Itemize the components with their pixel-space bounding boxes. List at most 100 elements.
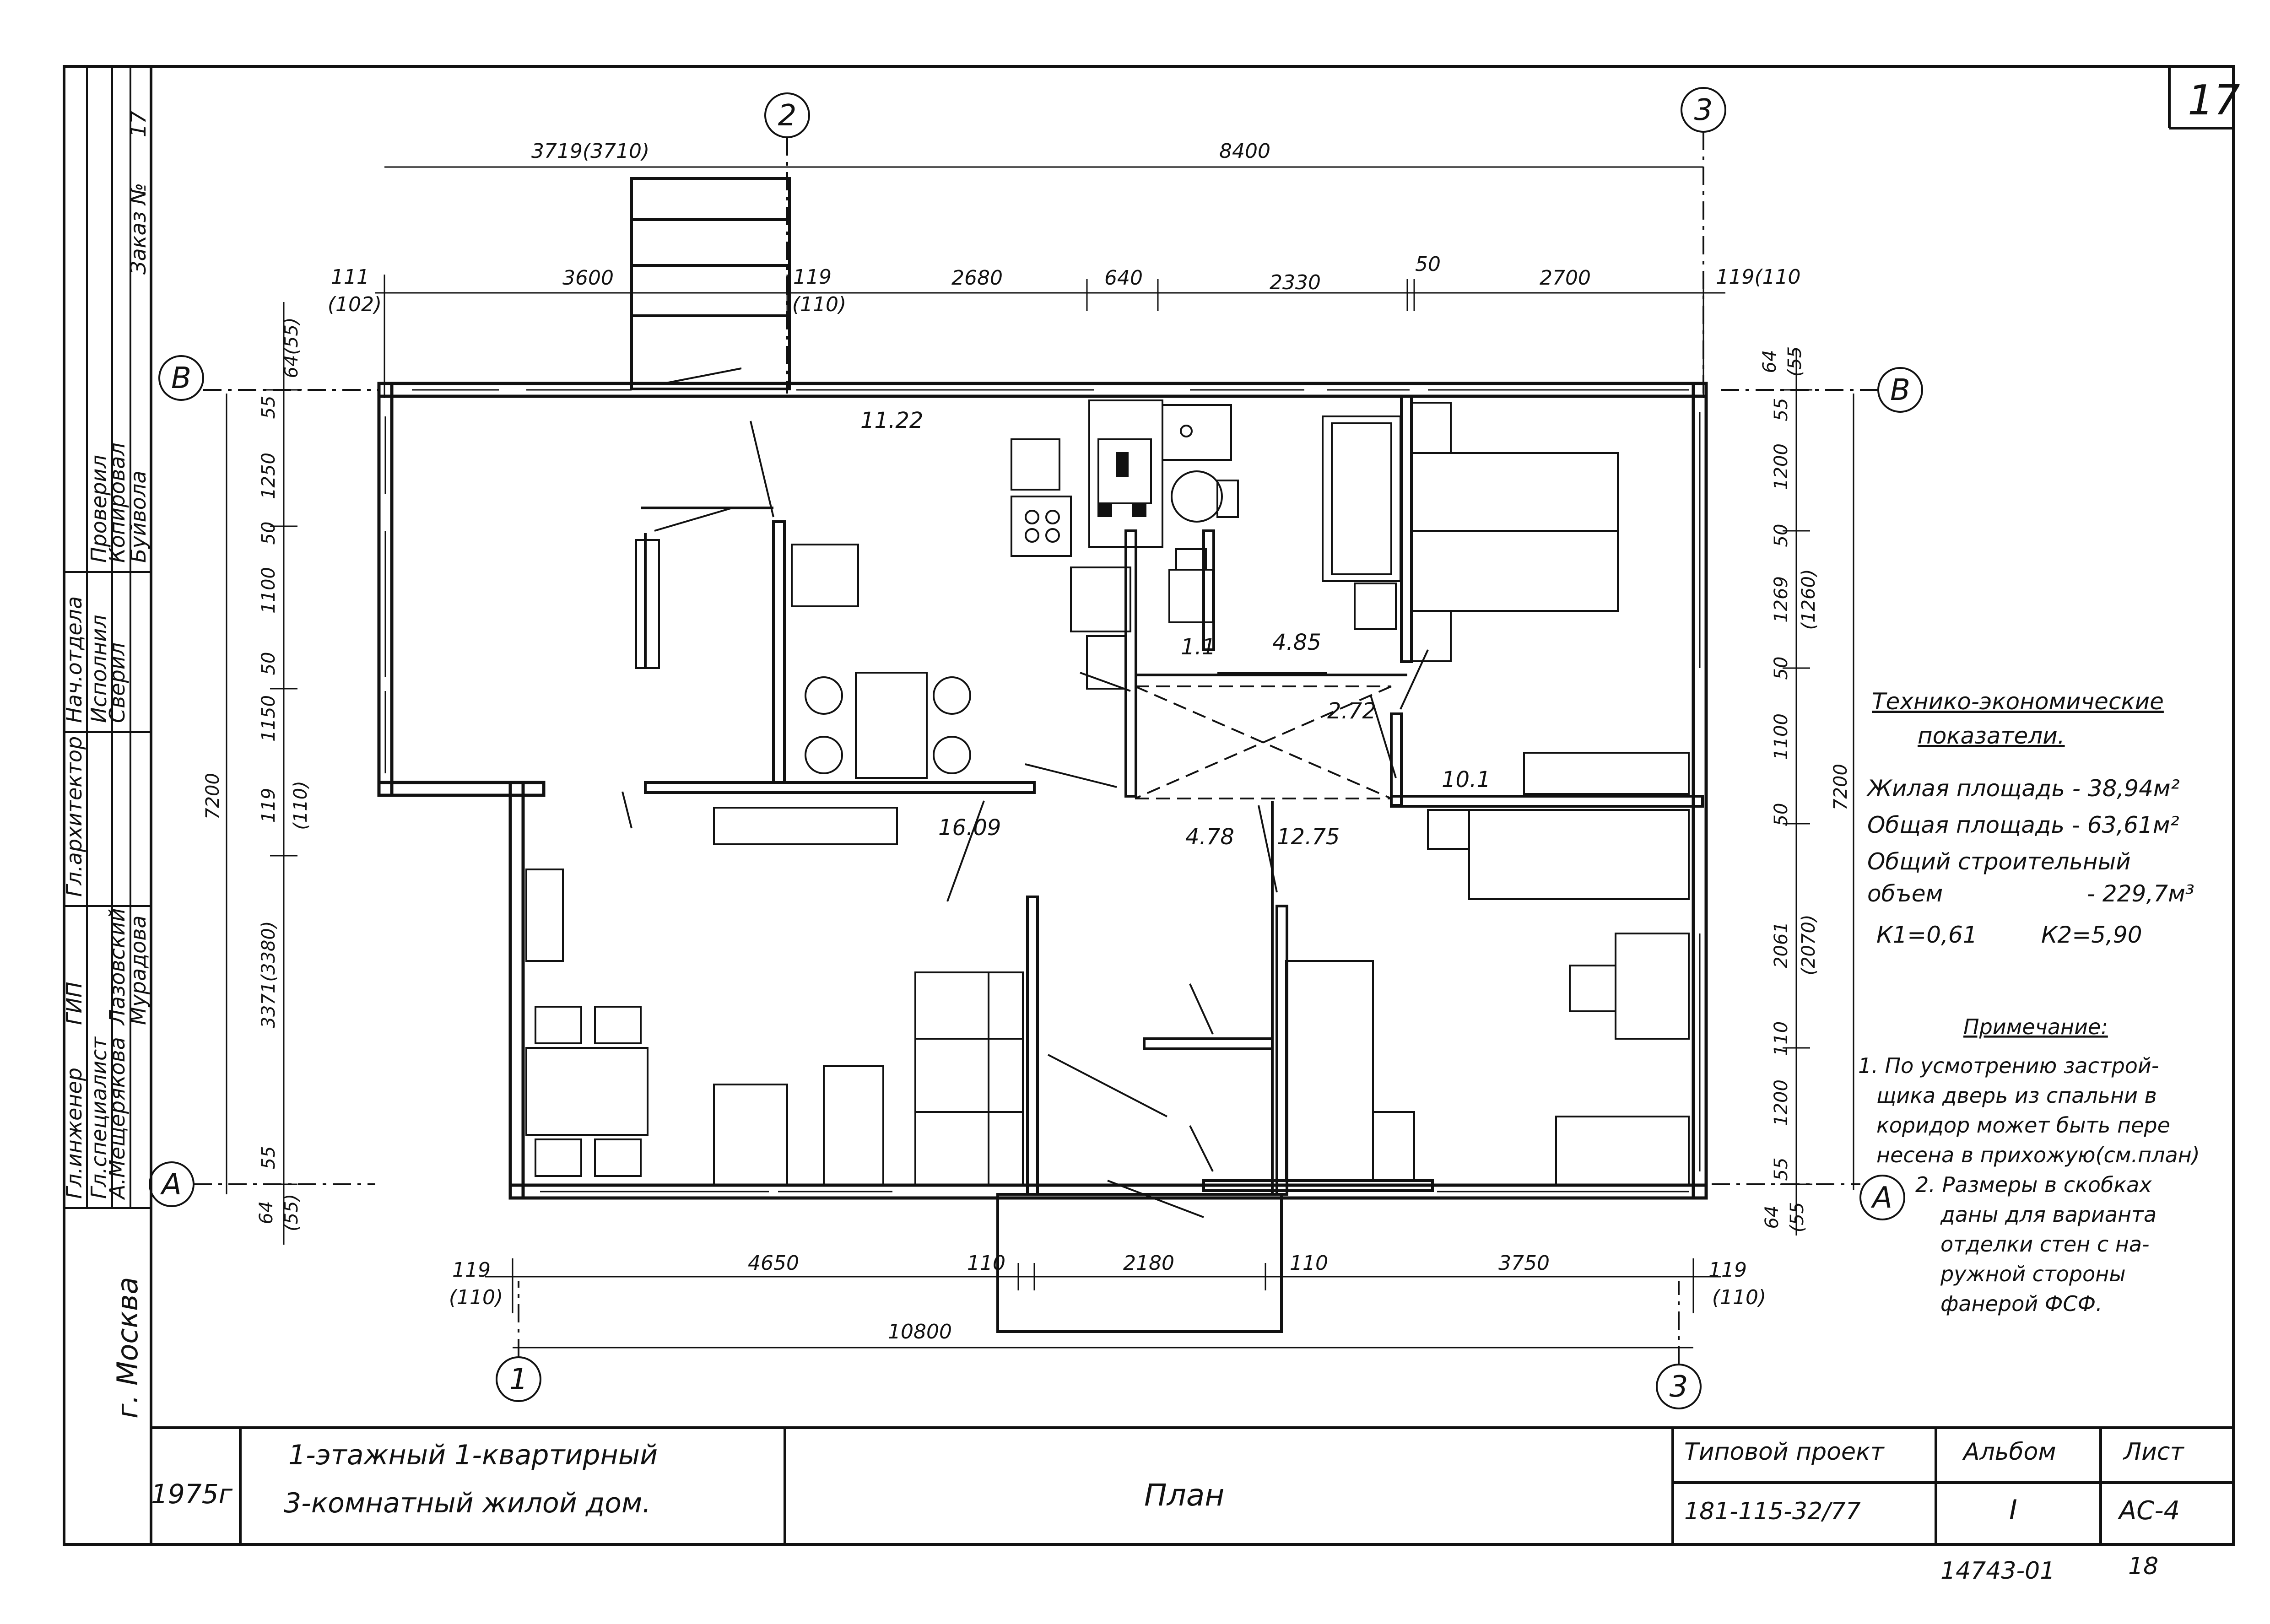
interior-walls — [630, 177, 1704, 1333]
dim-right-d10: 1200 — [1771, 1079, 1792, 1126]
dimension-lines — [226, 166, 1854, 1349]
sheet-number: 17 — [2188, 76, 2240, 124]
title-project-label: Типовой проект — [1684, 1438, 1885, 1466]
dim-bottom-right-end-alt: (110) — [1712, 1286, 1766, 1309]
title-project-number: 181-115-32/77 — [1684, 1498, 1861, 1525]
note-line-5: 2. Размеры в скобках — [1915, 1172, 2152, 1197]
stamp-role-5: Гл.специалист — [86, 1036, 111, 1199]
notes: Примечание: 1. По усмотрению застрой- щи… — [1858, 1014, 2200, 1316]
axis-B-left: В — [171, 361, 191, 395]
indicators-heading-1: Технико-экономические — [1872, 688, 2164, 715]
note-line-7: отделки стен с на- — [1940, 1232, 2150, 1257]
dim-top-d7: 2700 — [1540, 266, 1591, 290]
stamp-order-label: Заказ № — [126, 183, 151, 275]
exterior-walls — [377, 382, 1708, 1200]
stamp-name-2: Лазовский — [105, 908, 130, 1026]
dim-top-d2-alt: (110) — [792, 293, 846, 316]
title-order-code: 14743-01 — [1940, 1557, 2055, 1585]
dim-bottom-d5: 3750 — [1498, 1252, 1550, 1275]
dim-right-top-b: (55 — [1784, 346, 1805, 377]
dim-top-overall-left: 3719(3710) — [531, 140, 649, 163]
stamp-role-6: Исполнил — [86, 615, 111, 723]
stamp-name-5: Мурадова — [126, 915, 151, 1025]
title-block-text: 1975г 1-этажный 1-квартирный 3-комнатный… — [151, 1438, 2184, 1585]
axis-3-bottom: 3 — [1670, 1370, 1688, 1404]
dim-right-bottom-a: 64 — [1762, 1206, 1783, 1229]
room-area-wc: 1.1 — [1181, 634, 1216, 660]
room-area-corridor: 2.72 — [1327, 698, 1376, 724]
dim-top-left-end-alt: (102) — [328, 293, 382, 316]
title-block-grid — [239, 1428, 2233, 1544]
dim-top-d2: 119 — [793, 265, 832, 289]
stamp-role-7: Проверил — [86, 455, 111, 563]
indicators-heading-2: показатели. — [1918, 723, 2065, 749]
dim-right-d5: 50 — [1771, 657, 1792, 680]
dim-bottom-left-end-alt: (110) — [449, 1286, 503, 1309]
note-line-4: несена в прихожую(см.план) — [1876, 1143, 2200, 1167]
stamp-role-1: Гл.инженер — [62, 1068, 86, 1199]
note-line-1: 1. По усмотрению застрой- — [1858, 1053, 2159, 1078]
dim-right-d8: 2061 — [1771, 922, 1792, 968]
stamp-role-4: Нач.отдела — [62, 596, 86, 723]
dim-left-top-a: 55 — [258, 396, 279, 419]
room-area-bedroom2: 12.75 — [1277, 824, 1340, 850]
sheet-frame — [63, 65, 2235, 1546]
dim-left-d6-alt: (110) — [290, 781, 311, 830]
dim-bottom-left-end: 119 — [452, 1258, 491, 1282]
dim-bottom-d1: 4650 — [748, 1252, 799, 1275]
dim-top-d4: 640 — [1104, 266, 1143, 290]
dim-left-top-b: 64(55) — [281, 317, 302, 378]
dim-right-d11: 55 — [1771, 1158, 1792, 1181]
dim-right-top-a: 64 — [1759, 350, 1780, 373]
dim-left-overall: 7200 — [202, 773, 223, 820]
dim-right-bottom-b: (55 — [1787, 1202, 1808, 1233]
dim-left-d6: 119 — [258, 788, 279, 823]
stamp-name-6: Буйвола — [126, 470, 151, 563]
dim-right-overall: 7200 — [1830, 764, 1851, 810]
dim-bottom-d3: 2180 — [1123, 1252, 1174, 1275]
dim-left-d7: 3371(3380) — [258, 921, 279, 1029]
dim-left-d3: 1100 — [258, 567, 279, 614]
bottom-dimension-texts: 119 (110) 4650 110 2180 110 3750 119 (11… — [449, 1252, 1766, 1343]
dim-left-d8: 55 — [258, 1146, 279, 1170]
dim-top-d1: 3600 — [562, 266, 614, 290]
stamp-name-4: Копировал — [105, 442, 130, 563]
dim-bottom-overall: 10800 — [888, 1320, 952, 1343]
dim-bottom-d4: 110 — [1290, 1252, 1328, 1275]
dim-left-bottom-a: 64 — [256, 1201, 277, 1225]
note-line-2: щика дверь из спальни в — [1876, 1083, 2157, 1108]
stamp-order-value: 17 — [126, 110, 151, 137]
dim-right-d2: 1200 — [1771, 443, 1792, 490]
stamp-role-3: Гл.архитектор — [62, 736, 86, 897]
dim-right-d3: 50 — [1771, 524, 1792, 547]
dim-bottom-right-end: 119 — [1708, 1258, 1747, 1282]
top-dimension-texts: 3719(3710) 8400 111 (102) 3600 119 (110)… — [328, 140, 1801, 316]
room-labels: 11.22 16.09 1.1 4.85 2.72 10.1 4.78 12.7… — [860, 408, 1491, 850]
dim-top-left-end: 111 — [331, 265, 369, 289]
axis-A-right: А — [1870, 1181, 1892, 1215]
dim-top-d6: 50 — [1415, 253, 1441, 276]
note-line-8: ружной стороны — [1940, 1262, 2126, 1286]
axis-1-bottom: 1 — [509, 1363, 528, 1397]
dim-left-bottom-b: (55) — [281, 1194, 302, 1231]
door-swings — [622, 367, 1429, 1218]
stamp-role-2: ГИП — [62, 982, 86, 1025]
indicator-volume-2: объем — [1867, 880, 1943, 907]
axis-B-right: В — [1890, 373, 1910, 407]
stamp-name-3: Сверил — [105, 642, 130, 723]
dim-right-d4: 1269 — [1771, 576, 1792, 623]
title-sheet-value: АС-4 — [2118, 1496, 2180, 1526]
dim-top-d5: 2330 — [1270, 271, 1321, 294]
indicator-volume-1: Общий строительный — [1867, 848, 2131, 875]
room-area-entry: 4.78 — [1185, 824, 1234, 850]
dim-right-d9: 110 — [1771, 1021, 1792, 1056]
axis-A-left: А — [160, 1168, 182, 1202]
stamp-city: г. Москва — [111, 1277, 144, 1419]
indicator-k1: К1=0,61 — [1876, 922, 1978, 948]
title-description-2: 3-комнатный жилой дом. — [284, 1487, 651, 1519]
axis-markers — [149, 87, 1923, 1409]
dim-top-d3: 2680 — [951, 266, 1003, 290]
dim-right-d6: 1100 — [1771, 713, 1792, 760]
